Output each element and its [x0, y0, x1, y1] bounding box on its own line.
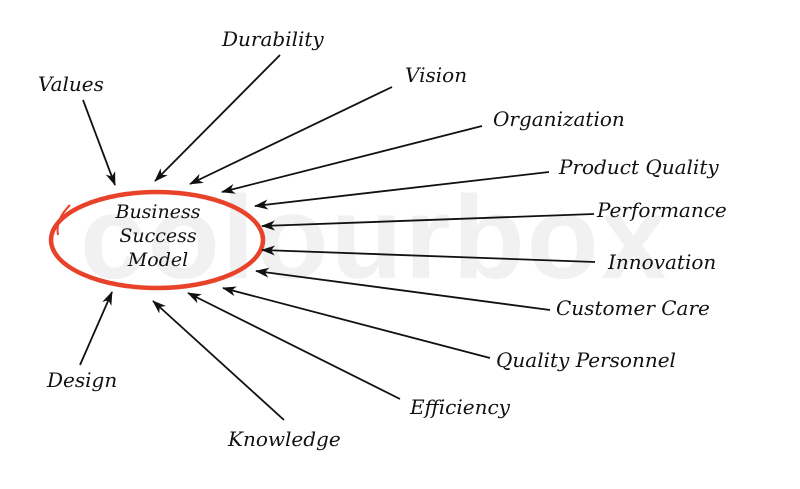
node-vision: Vision: [405, 63, 468, 87]
node-design: Design: [47, 368, 118, 392]
center-line-3: Model: [127, 249, 189, 271]
arrow-customer-care: [255, 267, 551, 311]
arrow-product-quality: [254, 171, 550, 210]
node-product-quality: Product Quality: [559, 155, 719, 179]
arrow-design: [79, 291, 113, 366]
center-line-1: Business: [115, 201, 201, 223]
arrow-knowledge: [152, 300, 285, 421]
arrow-organization: [221, 125, 483, 194]
arrow-values: [82, 99, 116, 186]
arrow-vision: [189, 86, 393, 185]
node-knowledge: Knowledge: [228, 427, 341, 451]
node-customer-care: Customer Care: [556, 296, 710, 320]
center-line-2: Success: [119, 225, 197, 247]
arrow-efficiency: [187, 292, 401, 400]
node-efficiency: Efficiency: [410, 395, 510, 419]
node-organization: Organization: [493, 107, 625, 131]
node-quality-personnel: Quality Personnel: [496, 348, 676, 372]
node-durability: Durability: [222, 27, 324, 51]
center-label: Business Success Model: [88, 200, 228, 272]
center-circle: [48, 189, 266, 291]
arrow-performance: [261, 213, 595, 231]
node-values: Values: [38, 72, 104, 96]
node-performance: Performance: [597, 198, 727, 222]
arrow-durability: [154, 54, 281, 182]
arrow-innovation: [261, 245, 596, 263]
arrow-quality-personnel: [222, 286, 491, 359]
node-innovation: Innovation: [608, 250, 717, 274]
